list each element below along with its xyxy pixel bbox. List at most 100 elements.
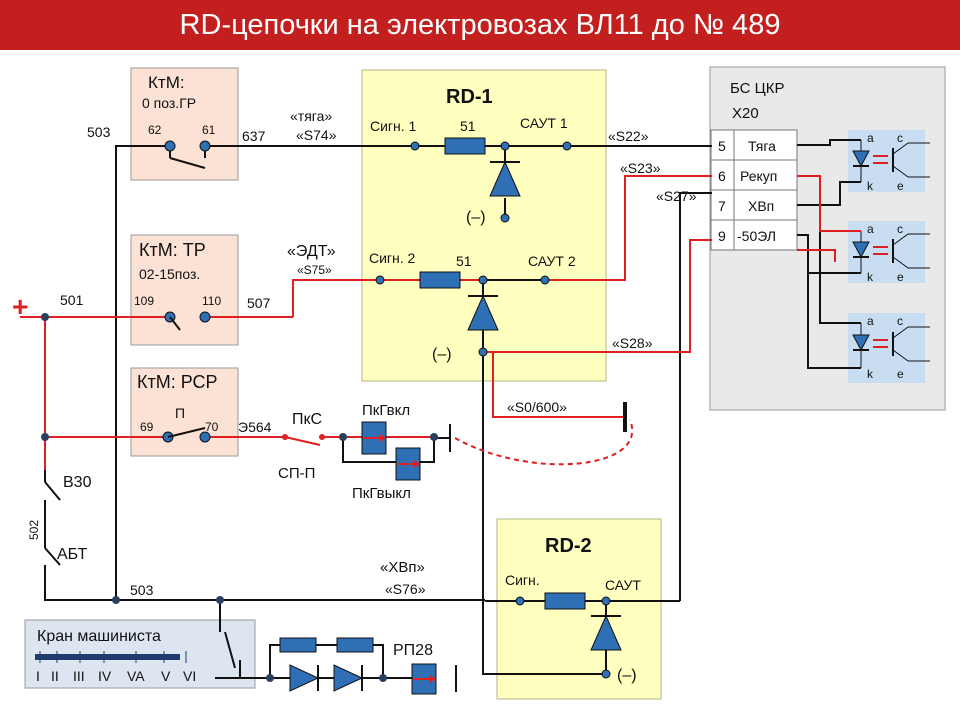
ktm1-title: КтМ: <box>148 73 185 92</box>
opto3-pin-a: a <box>867 314 874 328</box>
wire-502: 502 <box>27 520 41 540</box>
rp-resistor-1 <box>279 637 317 653</box>
wire-e564: Э564 <box>238 419 272 435</box>
ktm-box-3 <box>130 367 239 457</box>
wire-507: 507 <box>247 295 271 311</box>
terminal-6-label: Рекуп <box>740 168 777 184</box>
optocoupler-3: a c k e <box>848 313 930 383</box>
rd1-saut1: САУТ 1 <box>520 115 568 131</box>
pks-label: ПкС <box>292 411 322 428</box>
rd1-r2: 51 <box>456 253 472 269</box>
opto3-pin-e: e <box>897 367 904 381</box>
kran-pos-4: IV <box>98 668 112 684</box>
rp28-relay <box>411 663 437 695</box>
terminal-7: 7 <box>718 198 726 214</box>
opto1-pin-k: k <box>867 179 874 193</box>
terminal-6: 6 <box>718 168 726 184</box>
opto1-pin-c: c <box>897 131 903 145</box>
signal-s27: «S27» <box>656 188 697 204</box>
rd1-minus1-terminal <box>500 213 510 223</box>
rd1-saut2: САУТ 2 <box>528 253 576 269</box>
ktm2-switch-blade <box>169 316 181 331</box>
junction-dot <box>339 433 347 441</box>
signal-s74: «S74» <box>296 127 337 143</box>
rd1-sig2-terminal <box>375 275 385 285</box>
opto1-pin-a: a <box>867 131 874 145</box>
rd2-saut: САУТ <box>605 577 641 593</box>
terminal-9: 9 <box>718 228 726 244</box>
rd1-junction-2 <box>478 275 488 285</box>
junction-dot <box>41 313 49 321</box>
ktm2-contact-109: 109 <box>134 294 154 308</box>
rd2-resistor <box>544 592 586 610</box>
signal-s22: «S22» <box>608 128 649 144</box>
rd2-sig: Сигн. <box>505 572 540 588</box>
kran-pos-1: I <box>36 668 40 684</box>
rd2-sig-terminal <box>515 596 525 606</box>
rd1-r1: 51 <box>460 118 476 134</box>
junction-dot <box>430 433 438 441</box>
rd1-saut2-terminal <box>540 275 550 285</box>
rd1-minus2-terminal <box>478 347 488 357</box>
rd1-minus1: (–) <box>466 209 486 226</box>
wire-503-bottom: 503 <box>130 582 154 598</box>
kran-pos-2: II <box>51 668 59 684</box>
ktm3-contact-69: 69 <box>140 420 154 434</box>
pkgvkl-device <box>361 421 387 455</box>
signal-hvp: «ХВп» <box>380 559 425 576</box>
ktm3-title: КтМ: РСР <box>137 372 218 392</box>
rp-diode-2 <box>333 664 364 692</box>
terminal-7-label: ХВп <box>748 198 774 214</box>
ktm2-title: КтМ: ТР <box>139 240 206 260</box>
signal-s28: «S28» <box>612 335 653 351</box>
junction-dot <box>266 674 274 682</box>
ktm2-contact-110: 110 <box>202 294 221 308</box>
pkgvykl-label: ПкГвыкл <box>352 485 411 502</box>
terminal-9-label: -50ЭЛ <box>737 228 776 244</box>
ktm1-contact-62: 62 <box>148 123 162 137</box>
rd1-sig2: Сигн. 2 <box>369 250 416 266</box>
pkgvykl-device <box>395 447 421 481</box>
kran-handle-scale <box>35 651 187 663</box>
kran-pos-7: VI <box>183 668 196 684</box>
opto2-pin-k: k <box>867 270 874 284</box>
page-title: RD-цепочки на электровозах ВЛ11 до № 489 <box>0 0 960 50</box>
opto2-pin-e: e <box>897 270 904 284</box>
junction-dot <box>216 596 224 604</box>
pks-pin-left <box>282 434 288 440</box>
opto1-pin-e: e <box>897 179 904 193</box>
opto3-pin-c: c <box>897 314 903 328</box>
ktm1-pin-62 <box>164 140 176 152</box>
abt-label: АБТ <box>57 546 87 563</box>
signal-tyaga: «тяга» <box>290 108 332 124</box>
rd2-diode <box>590 614 622 651</box>
wire-637: 637 <box>242 128 266 144</box>
rd2-minus-terminal <box>601 669 611 679</box>
terminal-5: 5 <box>718 138 726 154</box>
opto2-pin-a: a <box>867 222 874 236</box>
rd2-title: RD-2 <box>545 535 592 557</box>
kran-title: Кран машиниста <box>37 628 161 645</box>
kran-pos-5: VA <box>127 668 145 684</box>
rd1-diode-1 <box>489 160 521 197</box>
red-wiring <box>20 175 861 470</box>
rd1-resistor-2 <box>419 271 461 289</box>
bsckr-sub: Х20 <box>732 105 759 122</box>
opto2-pin-c: c <box>897 222 903 236</box>
ktm1-contact-61: 61 <box>202 123 216 137</box>
plus-sign: + <box>12 291 28 322</box>
pkgvkl-label: ПкГвкл <box>362 402 410 419</box>
ktm3-contact-70: 70 <box>205 420 219 434</box>
spp-label: СП-П <box>278 465 315 482</box>
rd1-title: RD-1 <box>446 86 493 108</box>
rd1-sig1: Сигн. 1 <box>370 118 417 134</box>
pks-pin-right <box>319 434 325 440</box>
bsckr-terminal-table: 5 Тяга 6 Рекуп 7 ХВп 9 -50ЭЛ <box>710 129 798 251</box>
junction-dot <box>41 433 49 441</box>
wire-501: 501 <box>60 292 84 308</box>
signal-s23: «S23» <box>620 160 661 176</box>
black-wiring <box>44 139 861 692</box>
rd1-sig1-terminal <box>410 141 420 151</box>
junction-dot <box>112 596 120 604</box>
